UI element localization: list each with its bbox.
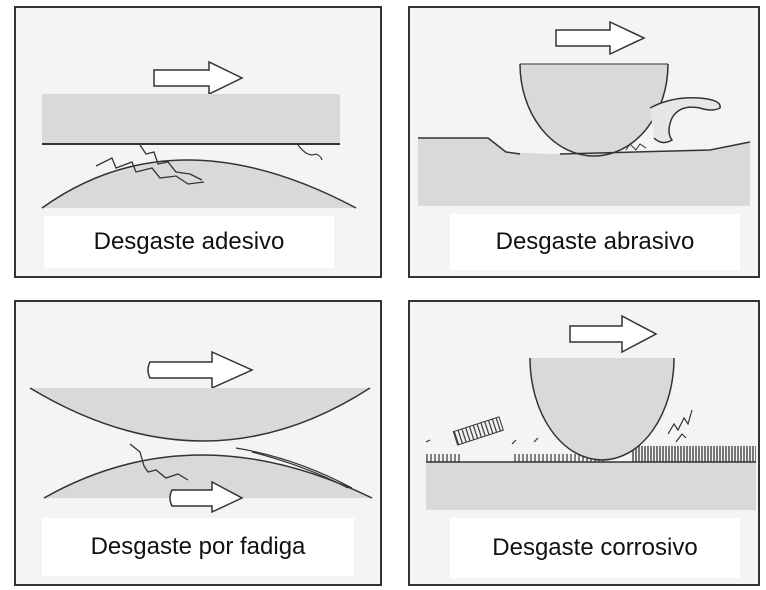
lower-body xyxy=(42,160,356,208)
adhesive-wear-illustration xyxy=(41,60,357,209)
motion-arrow-icon xyxy=(555,20,646,56)
adhesion-crack xyxy=(95,157,205,185)
panel-adhesive-wear: Desgaste adesivo xyxy=(14,6,382,278)
label-corrosive-wear: Desgaste corrosivo xyxy=(450,518,740,578)
fatigue-crack xyxy=(129,443,189,481)
substrate xyxy=(418,138,750,206)
lower-body xyxy=(44,455,372,498)
corrosion-layer-right xyxy=(632,446,756,462)
panel-abrasive-wear: Desgaste abrasivo xyxy=(408,6,760,278)
label-fatigue-wear: Desgaste por fadiga xyxy=(42,518,354,576)
panel-fatigue-wear: Desgaste por fadiga xyxy=(14,300,382,586)
motion-arrow-icon xyxy=(169,480,244,514)
corrosion-layer-mid xyxy=(514,454,606,462)
label-adhesive-wear: Desgaste adesivo xyxy=(44,216,334,268)
label-abrasive-wear: Desgaste abrasivo xyxy=(450,214,740,270)
fatigue-wear-illustration xyxy=(29,350,373,514)
substrate xyxy=(426,462,756,510)
upper-body xyxy=(42,94,340,144)
motion-arrow-icon xyxy=(569,314,658,354)
counter-body xyxy=(530,358,674,460)
motion-arrow-icon xyxy=(153,60,244,96)
abrasive-particle xyxy=(520,64,668,156)
corrosion-layer-left xyxy=(426,454,462,462)
motion-arrow-icon xyxy=(147,350,254,390)
corrosive-wear-illustration xyxy=(425,314,756,510)
chip-curl xyxy=(649,96,721,144)
oxide-debris xyxy=(452,416,504,446)
abrasive-wear-illustration xyxy=(418,20,751,206)
panel-corrosive-wear: Desgaste corrosivo xyxy=(408,300,760,586)
